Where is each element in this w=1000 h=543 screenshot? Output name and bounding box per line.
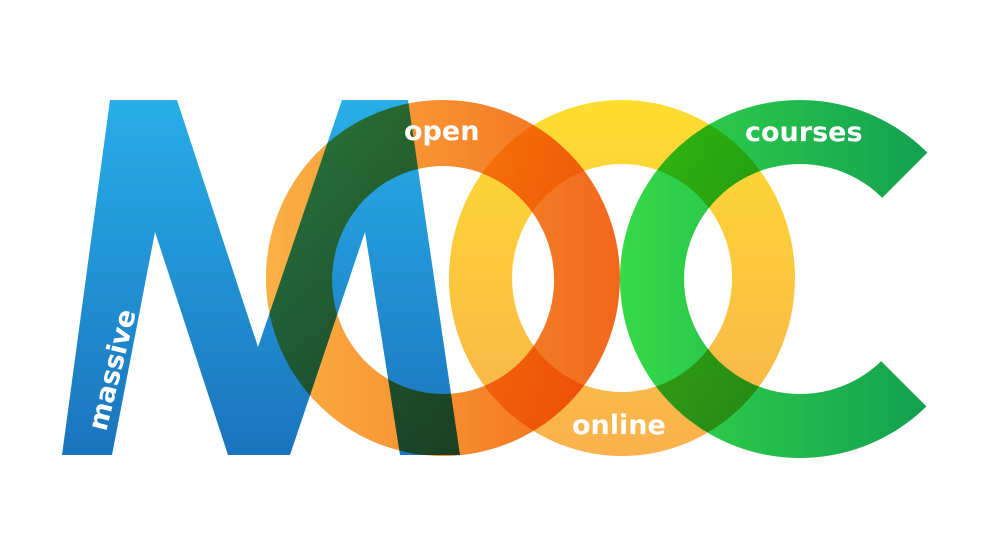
label-online: online xyxy=(572,410,666,441)
label-open: open xyxy=(404,116,479,147)
label-courses: courses xyxy=(745,117,863,148)
letter-c-courses xyxy=(619,100,980,458)
